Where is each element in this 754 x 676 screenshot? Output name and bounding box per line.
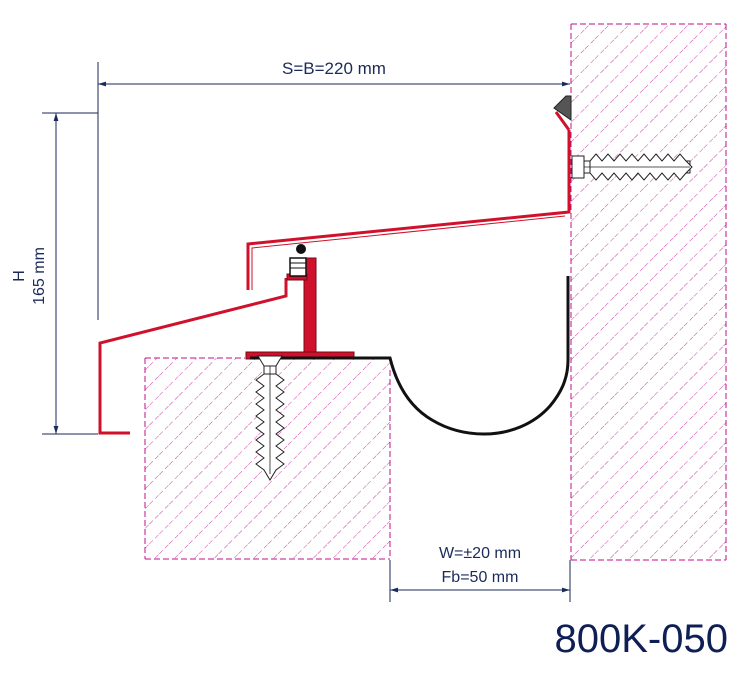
right-wall-section	[570, 23, 727, 561]
height-dimension-value: 165 mm	[31, 247, 48, 305]
product-code: 800K-050	[555, 617, 728, 661]
flexible-seal-membrane	[250, 276, 570, 436]
wall-seal	[553, 95, 572, 121]
width-dimension-label: S=B=220 mm	[282, 59, 386, 78]
gap-dimension: W=±20 mm Fb=50 mm	[389, 545, 571, 602]
width-dimension: S=B=220 mm	[97, 59, 570, 320]
slab-anchor-bolt	[255, 355, 285, 481]
cover-plate-profile	[98, 111, 571, 435]
wall-anchor-bolt	[571, 153, 693, 181]
height-dimension-symbol: H	[11, 270, 28, 282]
pivot-joint	[289, 244, 307, 277]
gap-width-label: Fb=50 mm	[442, 569, 519, 586]
gap-movement-label: W=±20 mm	[439, 545, 521, 562]
height-dimension: H 165 mm	[11, 112, 98, 435]
